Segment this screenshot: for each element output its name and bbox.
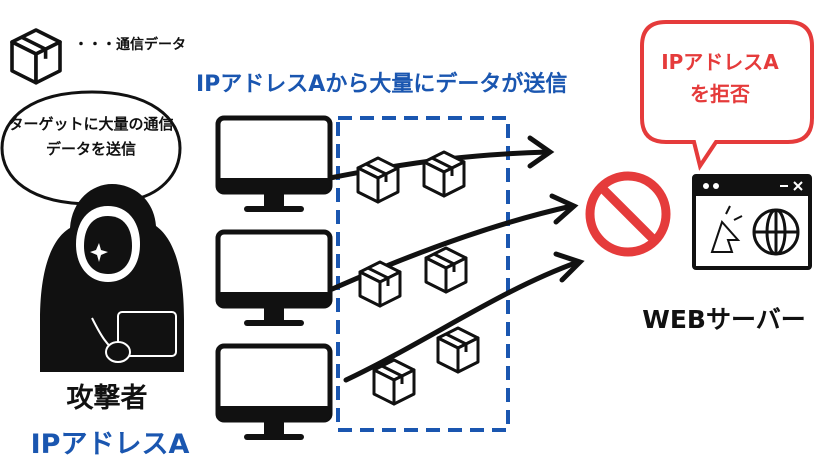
- data-box-icon: [372, 358, 416, 406]
- server-label: WEBサーバー: [642, 305, 806, 334]
- data-box-icon: [356, 156, 400, 204]
- diagram-heading: IPアドレスAから大量にデータが送信: [196, 72, 568, 97]
- data-box-icon: [424, 246, 468, 294]
- legend-box-icon: [10, 28, 62, 85]
- monitor-icon: [218, 346, 330, 440]
- legend-label: ・・・通信データ: [74, 37, 186, 53]
- monitor-icon: [218, 232, 330, 326]
- data-box-icon: [436, 326, 480, 374]
- attacker-speech-text: ターゲットに大量の通信データを送信: [8, 115, 174, 158]
- server-speech-bubble: [640, 20, 814, 171]
- prohibited-icon: [585, 171, 671, 257]
- attacker-ip-label: IPアドレスA: [30, 429, 190, 460]
- hacker-icon: [40, 184, 184, 372]
- data-box-icon: [422, 150, 466, 198]
- attacker-label: 攻撃者: [66, 383, 148, 414]
- server-speech-text: IPアドレスA を拒否: [661, 50, 779, 106]
- data-box-icon: [358, 260, 402, 308]
- monitor-icon: [218, 118, 330, 212]
- browser-globe-icon: [692, 174, 812, 270]
